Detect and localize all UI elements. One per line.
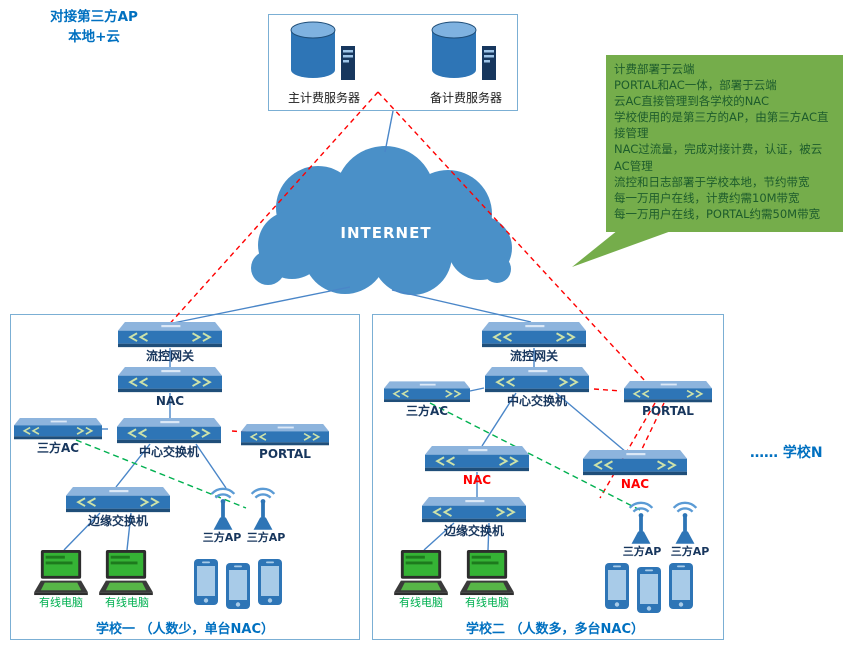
school2-phone3-icon <box>668 560 694 612</box>
school2-portal-icon <box>622 381 714 403</box>
school2-ap2-label: 三方AP <box>670 545 710 558</box>
school2-ap1-icon <box>624 500 658 546</box>
school2-pc1-label: 有线电脑 <box>399 596 443 609</box>
primary-billing-server-icon <box>285 18 359 86</box>
school1-edge-switch-icon <box>52 487 184 513</box>
school1-phone1-icon <box>193 556 219 608</box>
school2-caption: 学校二 （人数多，多台NAC） <box>465 622 644 637</box>
school2-core-switch-icon <box>482 367 592 393</box>
annotation-callout: 计费部署于云端 PORTAL和AC一体，部署于云端 云AC直接管理到各学校的NA… <box>606 55 843 232</box>
backup-billing-server-label: 备计费服务器 <box>429 91 502 105</box>
school1-ap1-label: 三方AP <box>202 531 242 544</box>
school1-ap2-label: 三方AP <box>246 531 286 544</box>
school2-ap1-label: 三方AP <box>622 545 662 558</box>
primary-billing-server-label: 主计费服务器 <box>287 91 360 105</box>
school2-flow-gateway-label: 流控网关 <box>509 349 558 363</box>
diagram-title-line2: 本地+云 <box>68 28 120 45</box>
school1-core-switch-icon <box>106 418 232 444</box>
school1-pc1-label: 有线电脑 <box>39 596 83 609</box>
school1-third-party-ac-icon <box>14 418 102 440</box>
school1-pc2-icon <box>97 550 155 596</box>
diagram-title: 对接第三方AP 本地+云 <box>22 8 166 47</box>
school1-ap2-icon <box>246 486 280 532</box>
school2-phone2-icon <box>636 564 662 616</box>
school-n-label: …… 学校N <box>750 445 823 461</box>
school1-third-party-ac-label: 三方AC <box>36 441 80 455</box>
school1-flow-gateway-icon <box>118 322 222 348</box>
internet-cloud-icon <box>251 146 512 295</box>
school2-ap2-icon <box>668 500 702 546</box>
school2-nac1-label: NAC <box>462 473 492 487</box>
backup-billing-server-icon <box>426 18 500 86</box>
school1-portal-icon <box>240 424 330 446</box>
school1-edge-switch-label: 边缘交换机 <box>87 514 148 528</box>
school1-phone2-icon <box>225 560 251 612</box>
school2-pc2-label: 有线电脑 <box>465 596 509 609</box>
school1-pc2-label: 有线电脑 <box>105 596 149 609</box>
school2-pc2-icon <box>458 550 516 596</box>
school1-portal-label: PORTAL <box>259 447 311 461</box>
school2-edge-switch-label: 边缘交换机 <box>443 524 504 538</box>
school1-caption: 学校一 （人数少，单台NAC） <box>95 622 274 637</box>
school2-edge-switch-icon <box>408 497 540 523</box>
school2-phone1-icon <box>604 560 630 612</box>
school1-core-switch-label: 中心交换机 <box>138 445 199 459</box>
school2-flow-gateway-icon <box>482 322 586 348</box>
school1-flow-gateway-label: 流控网关 <box>145 349 194 363</box>
school2-third-party-ac-icon <box>384 381 470 403</box>
school2-pc1-icon <box>392 550 450 596</box>
school1-pc1-icon <box>32 550 90 596</box>
school1-ap1-icon <box>206 486 240 532</box>
school1-nac-switch-icon <box>118 367 222 393</box>
school2-portal-label: PORTAL <box>642 404 694 418</box>
internet-label: INTERNET <box>340 224 432 242</box>
school2-third-party-ac-label: 三方AC <box>405 404 449 418</box>
school2-core-switch-label: 中心交换机 <box>506 394 567 408</box>
school2-nac1-icon <box>416 446 538 472</box>
school2-nac2-label: NAC <box>620 477 650 491</box>
school1-nac-label: NAC <box>155 394 185 408</box>
diagram-title-line1: 对接第三方AP <box>50 9 138 25</box>
school2-nac2-icon <box>576 450 694 476</box>
school1-phone3-icon <box>257 556 283 608</box>
callout-tail <box>572 230 674 267</box>
